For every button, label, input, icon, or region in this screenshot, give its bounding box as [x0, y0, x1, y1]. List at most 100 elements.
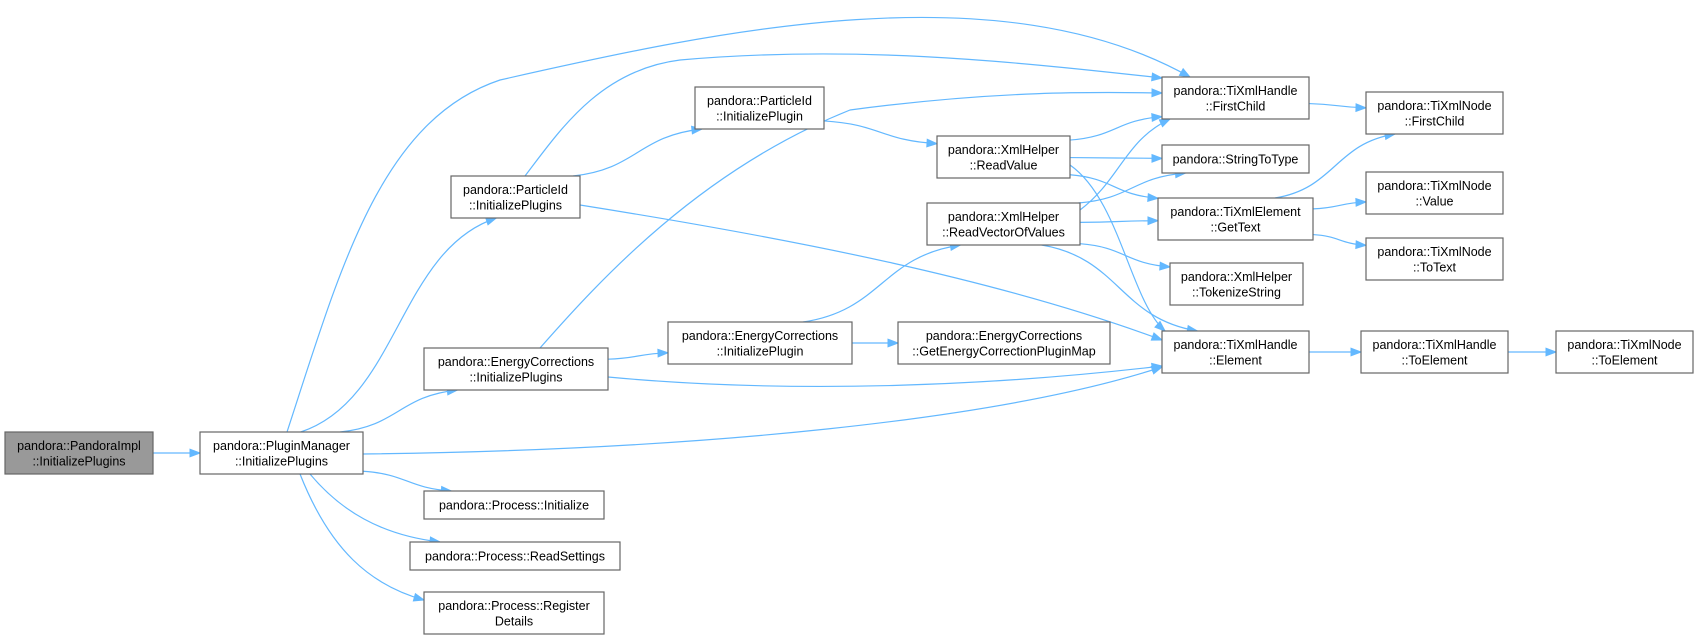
node-n-tt[interactable]: pandora::TiXmlNode::ToText: [1365, 237, 1504, 281]
node-ec-ip[interactable]: pandora::EnergyCorrections::InitializePl…: [667, 321, 853, 365]
node-label-line: pandora::XmlHelper: [1181, 270, 1292, 284]
node-box: [1161, 330, 1310, 374]
node-label-line: pandora::TiXmlHandle: [1174, 338, 1298, 352]
node-label-line: ::InitializePlugin: [716, 109, 803, 123]
edges-layer: [153, 16, 1558, 602]
node-label-line: ::InitializePlugins: [32, 454, 125, 468]
edge-pm-to-p_read: [309, 473, 442, 546]
edge-ec_ip-to-ec_map: [852, 338, 900, 348]
node-label-line: pandora::TiXmlHandle: [1174, 84, 1298, 98]
node-box: [936, 135, 1071, 179]
node-label-line: ::GetText: [1210, 220, 1261, 234]
node-box: [897, 321, 1111, 365]
node-label-line: ::InitializePlugin: [717, 344, 804, 358]
node-n-te[interactable]: pandora::TiXmlNode::ToElement: [1555, 330, 1694, 374]
node-label-line: ::ToElement: [1591, 353, 1658, 367]
edge-pm-to-pid_ips: [300, 216, 498, 433]
node-box: [667, 321, 853, 365]
node-label-line: pandora::EnergyCorrections: [682, 329, 838, 343]
node-label-line: pandora::EnergyCorrections: [438, 355, 594, 369]
node-label-line: ::TokenizeString: [1192, 285, 1281, 299]
node-n-val[interactable]: pandora::TiXmlNode::Value: [1365, 171, 1504, 215]
node-label-line: pandora::Process::Register: [438, 599, 589, 613]
node-label-line: pandora::TiXmlNode: [1377, 99, 1491, 113]
node-box: [409, 541, 621, 571]
edge-el_gt-to-n_val: [1312, 197, 1368, 210]
edge-ec_ips-to-ec_ip: [607, 348, 670, 360]
node-s2t[interactable]: pandora::StringToType: [1161, 144, 1310, 174]
edge-xh_rv-to-h_fc: [1069, 112, 1164, 141]
node-n-fc[interactable]: pandora::TiXmlNode::FirstChild: [1365, 91, 1504, 135]
edge-xh_rv-to-el_gt: [1069, 174, 1160, 202]
edge-pm-to-p_reg: [299, 473, 426, 602]
node-label-line: ::Element: [1209, 353, 1262, 367]
node-ec-ips[interactable]: pandora::EnergyCorrections::InitializePl…: [423, 347, 609, 391]
node-h-fc[interactable]: pandora::TiXmlHandle::FirstChild: [1161, 76, 1310, 120]
edge-pid_ips-to-h_el: [579, 204, 1164, 341]
node-box: [1365, 237, 1504, 281]
node-label-line: ::ReadValue: [970, 158, 1038, 172]
node-label-line: ::InitializePlugins: [469, 370, 562, 384]
node-box: [4, 431, 154, 475]
node-label-line: pandora::TiXmlNode: [1377, 245, 1491, 259]
edge-xh_rv-to-h_el: [1069, 164, 1167, 332]
node-box: [1161, 76, 1310, 120]
node-label-line: ::ToText: [1413, 260, 1457, 274]
node-h-el[interactable]: pandora::TiXmlHandle::Element: [1161, 330, 1310, 374]
node-box: [1157, 197, 1314, 241]
edge-h_fc-to-n_fc: [1308, 102, 1368, 113]
node-box: [1161, 144, 1310, 174]
node-p-read[interactable]: pandora::Process::ReadSettings: [409, 541, 621, 571]
node-p-init[interactable]: pandora::Process::Initialize: [423, 490, 605, 520]
node-label-line: ::FirstChild: [1405, 114, 1465, 128]
edge-pid_ips-to-h_fc: [524, 53, 1164, 177]
node-xh-rvv[interactable]: pandora::XmlHelper::ReadVectorOfValues: [926, 202, 1081, 246]
node-label-line: pandora::TiXmlNode: [1377, 179, 1491, 193]
node-label-line: Details: [495, 614, 533, 628]
node-box: [450, 175, 581, 219]
edge-el_gt-to-n_tt: [1312, 233, 1368, 250]
edge-h_te-to-n_te: [1507, 347, 1558, 357]
node-box: [1365, 91, 1504, 135]
node-label-line: pandora::TiXmlHandle: [1373, 338, 1497, 352]
node-label-line: ::FirstChild: [1206, 99, 1266, 113]
node-box: [1360, 330, 1509, 374]
edge-xh_rvv-to-el_gt: [1079, 216, 1160, 226]
edge-pm-to-h_fc: [286, 16, 1192, 433]
node-xh-tok[interactable]: pandora::XmlHelper::TokenizeString: [1169, 262, 1304, 306]
edge-root-to-pm: [153, 448, 202, 458]
node-h-te[interactable]: pandora::TiXmlHandle::ToElement: [1360, 330, 1509, 374]
node-box: [926, 202, 1081, 246]
node-ec-map[interactable]: pandora::EnergyCorrections::GetEnergyCor…: [897, 321, 1111, 365]
node-label-line: pandora::EnergyCorrections: [926, 329, 1082, 343]
node-box: [423, 591, 605, 635]
node-label-line: pandora::ParticleId: [707, 94, 812, 108]
node-label-line: pandora::Process::Initialize: [439, 499, 589, 513]
node-root: pandora::PandoraImpl::InitializePlugins: [4, 431, 154, 475]
node-pm[interactable]: pandora::PluginManager::InitializePlugin…: [199, 431, 364, 475]
edge-pid_ips-to-pid_ip: [573, 125, 704, 177]
nodes-layer: pandora::PandoraImpl::InitializePluginsp…: [4, 76, 1694, 635]
node-box: [694, 86, 825, 130]
node-box: [1169, 262, 1304, 306]
node-label-line: ::InitializePlugins: [235, 454, 328, 468]
node-label-line: pandora::XmlHelper: [948, 210, 1059, 224]
node-xh-rv[interactable]: pandora::XmlHelper::ReadValue: [936, 135, 1071, 179]
node-label-line: ::InitializePlugins: [469, 198, 562, 212]
node-box: [199, 431, 364, 475]
node-label-line: pandora::ParticleId: [463, 183, 568, 197]
edge-xh_rv-to-s2t: [1069, 153, 1164, 163]
node-el-gt[interactable]: pandora::TiXmlElement::GetText: [1157, 197, 1314, 241]
node-pid-ip[interactable]: pandora::ParticleId::InitializePlugin: [694, 86, 825, 130]
node-label-line: pandora::XmlHelper: [948, 143, 1059, 157]
edge-h_el-to-h_te: [1308, 347, 1363, 357]
node-label-line: pandora::TiXmlElement: [1170, 205, 1301, 219]
node-box: [1365, 171, 1504, 215]
node-box: [423, 490, 605, 520]
edge-xh_rvv-to-h_fc: [1079, 118, 1172, 211]
edge-pid_ip-to-xh_rv: [823, 120, 939, 148]
node-label-line: ::ReadVectorOfValues: [942, 225, 1065, 239]
node-pid-ips[interactable]: pandora::ParticleId::InitializePlugins: [450, 175, 581, 219]
